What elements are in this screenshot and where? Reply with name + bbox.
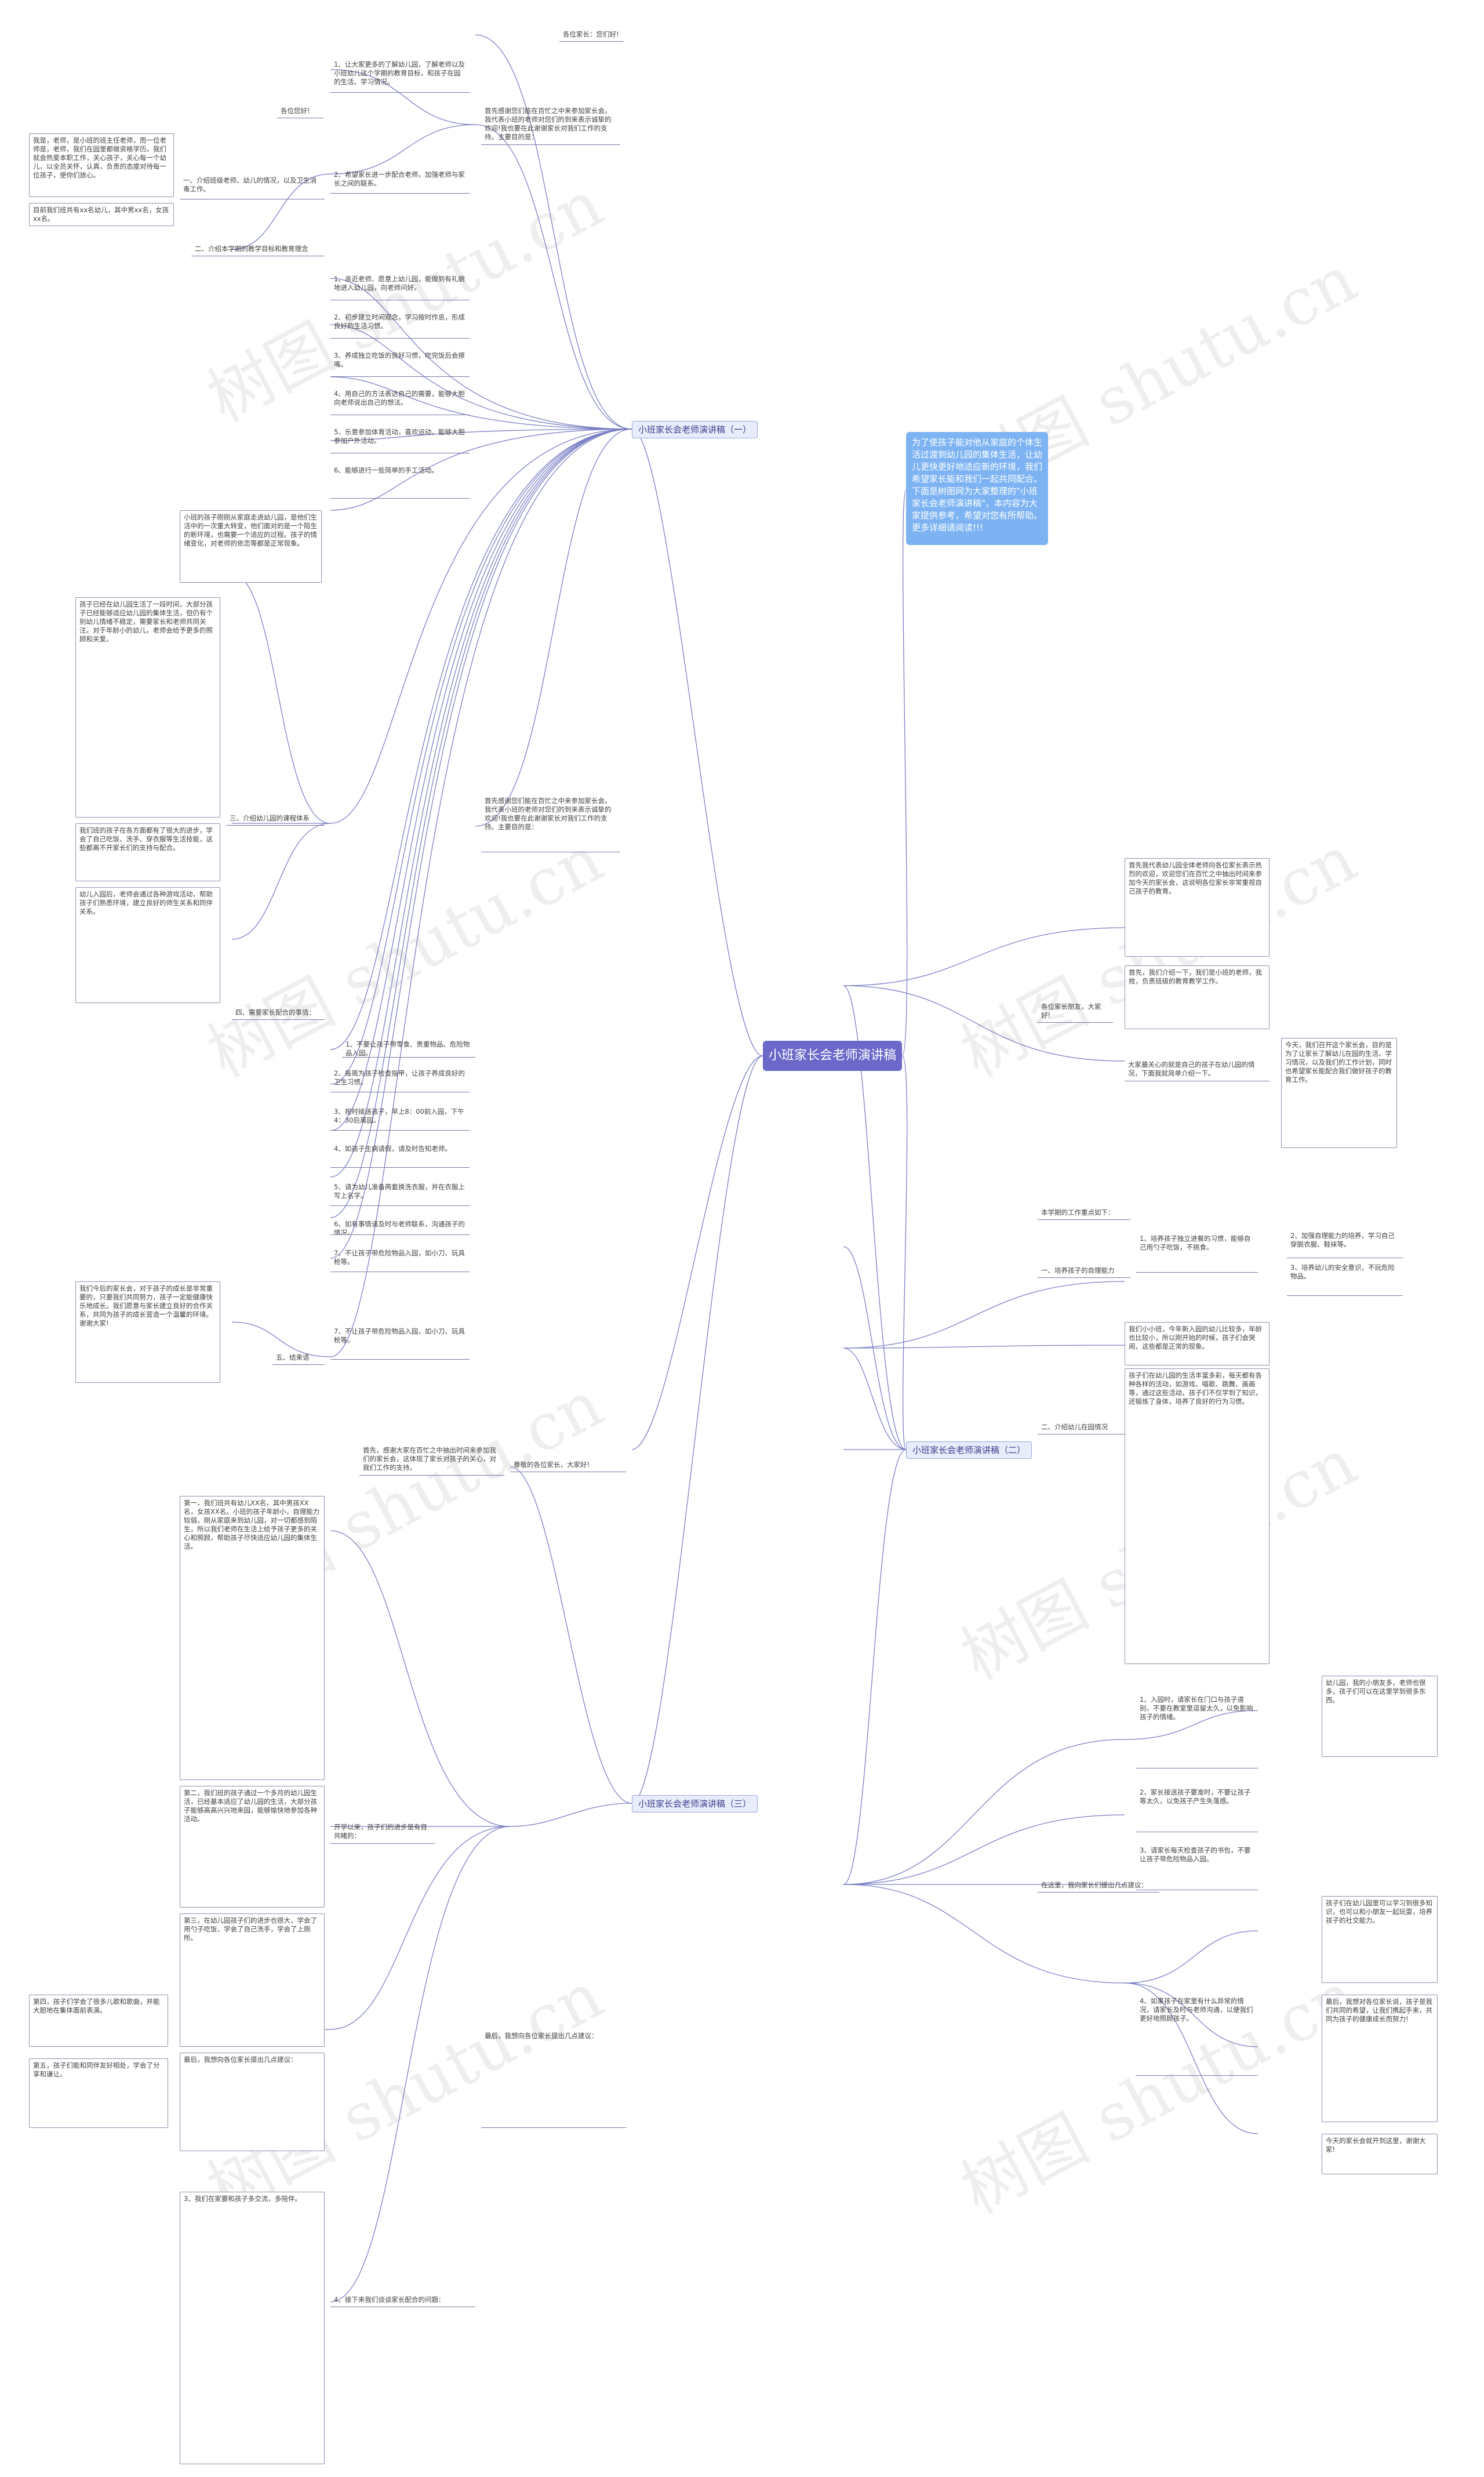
b2-work-2-d2[interactable]: 孩子们在幼儿园的生活丰富多彩，每天都有各种各样的活动，如游戏、唱歌、跳舞、画画等… <box>1125 1368 1270 1664</box>
b1-intro-class-d1[interactable]: 小班的孩子刚刚从家庭走进幼儿园，是他们生活中的一次重大转变，他们面对的是一个陌生… <box>180 510 322 583</box>
b1-req-4[interactable]: 4、如孩子生病请假，请及时告知老师。 <box>330 1142 470 1168</box>
b1-intro-self-detail[interactable]: 我是，老师，是小班的班主任老师，而一位老师是，老师，我们在园里都做资格学历。我们… <box>29 133 174 197</box>
b1-req-2[interactable]: 2、每周为孩子检查指甲，让孩子养成良好的卫生习惯。 <box>330 1067 470 1092</box>
branch-two[interactable]: 小班家长会老师演讲稿（二） <box>906 1441 1032 1459</box>
branch-one[interactable]: 小班家长会老师演讲稿（一） <box>632 421 758 438</box>
b1-intro-class-d2[interactable]: 孩子已经在幼儿园生活了一段时间，大部分孩子已经能够适应幼儿园的集体生活，但仍有个… <box>75 597 220 818</box>
b3-greet[interactable]: 尊敬的各位家长，大家好! <box>510 1458 626 1472</box>
root-node[interactable]: 小班家长会老师演讲稿 <box>763 1041 902 1071</box>
b2-parents[interactable]: 大家最关心的就是自己的孩子在幼儿园的情况，下面我就简单介绍一下。 <box>1125 1058 1270 1081</box>
b3-d3[interactable]: 开学以来，孩子们的进步是有目共睹的： <box>330 1821 435 1844</box>
b2-work-3a[interactable]: 1、入园时，请家长在门口与孩子道别，不要在教室里逗留太久，以免影响孩子的情绪。 <box>1136 1693 1258 1768</box>
intro-node[interactable]: 为了使孩子能对他从家庭的个体生活过渡到幼儿园的集体生活，让幼儿更快更好地适应新的… <box>906 432 1048 545</box>
b2-work-1a[interactable]: 1、培养孩子独立进餐的习惯，能够自己用勺子吃饭，不挑食。 <box>1136 1232 1258 1273</box>
b1-greet-2[interactable]: 各位您好! <box>277 104 323 118</box>
b2-work-2-d1[interactable]: 我们小小班，今年新入园的幼儿比较多，年龄也比较小，所以刚开始的时候，孩子们会哭闹… <box>1125 1322 1270 1365</box>
b2-greet-d3[interactable]: 今天，我们召开这个家长会，目的是为了让家长了解幼儿在园的生活、学习情况，以及我们… <box>1281 1038 1397 1148</box>
b2-work-3b[interactable]: 2、家长接送孩子要准时，不要让孩子等太久，以免孩子产生失落感。 <box>1136 1786 1258 1832</box>
b2-work-1b[interactable]: 2、加强自理能力的培养，学习自己穿脱衣服、鞋袜等。 <box>1287 1229 1403 1258</box>
b1-intro-class-d4[interactable]: 幼儿入园后，老师会通过各种游戏活动，帮助孩子们熟悉环境，建立良好的师生关系和同伴… <box>75 887 220 1003</box>
b1-end-extra[interactable]: 7、不让孩子带危险物品入园，如小刀、玩具枪等。 <box>330 1325 470 1360</box>
b1-goal-1[interactable]: 1、亲近老师、愿意上幼儿园，能做到有礼貌地进入幼儿园，向老师问好。 <box>330 273 470 300</box>
b2-greet-d1[interactable]: 首先我代表幼儿园全体老师向各位家长表示热烈的欢迎，欢迎您们在百忙之中抽出时间来参… <box>1125 858 1270 957</box>
b2-greet-d2[interactable]: 首先，我们介绍一下，我们是小班的老师，我姓，负责班级的教育教学工作。 <box>1125 965 1270 1029</box>
b1-intro-self[interactable]: 一、介绍班级老师、幼儿的情况，以及卫生消毒工作。 <box>180 174 325 199</box>
b2-sug-4[interactable]: 今天的家长会就开到这里，谢谢大家! <box>1322 2134 1438 2174</box>
b2-work-3[interactable]: 在这里，我向家长们提出几点建议： <box>1038 1879 1159 1893</box>
b1-end-detail[interactable]: 我们今后的家长会，对于孩子的成长是非常重要的，只要我们共同努力，孩子一定能健康快… <box>75 1281 220 1383</box>
b2-greet[interactable]: 各位家长朋友，大家好! <box>1038 1000 1113 1023</box>
b2-sug-2[interactable]: 孩子们在幼儿园里可以学习到很多知识，也可以和小朋友一起玩耍，培养孩子的社交能力。 <box>1322 1896 1438 1983</box>
b2-work-2[interactable]: 二、介绍幼儿在园情况 <box>1038 1421 1130 1434</box>
b3-d1[interactable]: 第一，我们班共有幼儿XX名，其中男孩XX名，女孩XX名。小班的孩子年龄小，自理能… <box>180 1496 325 1780</box>
b3-d3b[interactable]: 第四，孩子们学会了很多儿歌和歌曲，并能大胆地在集体面前表演。 <box>29 1995 168 2047</box>
b3-d6[interactable]: 4、接下来我们谈谈家长配合的问题： <box>330 2293 475 2307</box>
b1-intro-class[interactable]: 三、介绍幼儿园的课程体系 <box>226 812 325 826</box>
b3-d4[interactable]: 最后，我想向各位家长提出几点建议： <box>180 2053 325 2151</box>
b1-goal-4[interactable]: 4、用自己的方法表达自己的需要，能够大胆向老师说出自己的想法。 <box>330 387 470 415</box>
b1-req-1[interactable]: 1、不要让孩子带零食、贵重物品、危险物品入园。 <box>342 1038 475 1058</box>
b3-d5[interactable]: 3、我们在家要和孩子多交流，多陪伴。 <box>180 2192 325 2464</box>
b1-req-6[interactable]: 6、如有事情请及时与老师联系，沟通孩子的情况。 <box>330 1218 470 1235</box>
b1-req-7[interactable]: 7、不让孩子带危险物品入园，如小刀、玩具枪等。 <box>330 1247 470 1272</box>
b1-request[interactable]: 四、需要家长配合的事情： <box>232 1006 325 1020</box>
b2-work-1[interactable]: 一、培养孩子的自理能力 <box>1038 1264 1130 1278</box>
b1-req-3[interactable]: 3、按时接送孩子，早上8：00前入园，下午4：30后离园。 <box>330 1105 470 1131</box>
b2-work-3d[interactable]: 4、如果孩子在家里有什么异常的情况，请家长及时与老师沟通，以便我们更好地照顾孩子… <box>1136 1995 1258 2076</box>
branch-three[interactable]: 小班家长会老师演讲稿（三） <box>632 1795 758 1813</box>
b1-greet[interactable]: 各位家长：您们好! <box>559 28 623 42</box>
b2-work[interactable]: 本学期的工作重点如下： <box>1038 1206 1130 1220</box>
b1-goal-3[interactable]: 3、养成独立吃饭的良好习惯，吃完饭后会擦嘴。 <box>330 349 470 377</box>
b1-teach-plan[interactable]: 二、介绍本学期的教学目标和教育理念 <box>191 242 325 256</box>
b2-sug-3[interactable]: 最后，我想对各位家长说，孩子是我们共同的希望，让我们携起手来，共同为孩子的健康成… <box>1322 1995 1438 2122</box>
b1-theme[interactable]: 首先感谢您们能在百忙之中来参加家长会。我代表小班的老师对您们的到来表示诚挚的欢迎… <box>481 104 620 145</box>
b1-end[interactable]: 五、结束语 <box>272 1351 325 1365</box>
b2-work-1c[interactable]: 3、培养幼儿的安全意识，不玩危险物品。 <box>1287 1261 1403 1296</box>
b1-goal-2[interactable]: 2、初步建立时间观念，学习按时作息，形成良好的生活习惯。 <box>330 311 470 339</box>
b3-d3a[interactable]: 第三，在幼儿园孩子们的进步也很大，学会了用勺子吃饭，学会了自己洗手，学会了上厕所… <box>180 1913 325 2047</box>
b3-d2[interactable]: 第二，我们班的孩子通过一个多月的幼儿园生活，已经基本适应了幼儿园的生活，大部分孩… <box>180 1786 325 1908</box>
b1-intro-class-d3[interactable]: 我们班的孩子在各方面都有了很大的进步，学会了自己吃饭、洗手、穿衣服等生活技能，这… <box>75 823 220 881</box>
b2-work-3c[interactable]: 3、请家长每天检查孩子的书包，不要让孩子带危险物品入园。 <box>1136 1844 1258 1890</box>
b2-sug-1[interactable]: 幼儿园，我的小朋友多，老师也很多，孩子们可以在这里学到很多东西。 <box>1322 1676 1438 1757</box>
b3-greet-detail[interactable]: 首先，感谢大家在百忙之中抽出时间来参加我们的家长会，这体现了家长对孩子的关心，对… <box>359 1444 504 1476</box>
b3-d4-main[interactable]: 最后，我想向各位家长提出几点建议： <box>481 2029 626 2128</box>
b1-aim-1[interactable]: 1、让大家更多的了解幼儿园，了解老师以及小班幼儿这个学期的教育目标，和孩子在园的… <box>330 58 470 93</box>
b1-goal-5[interactable]: 5、乐意参加体育活动，喜欢运动，能够大胆参加户外活动。 <box>330 426 470 453</box>
b1-goal-6[interactable]: 6、能够进行一些简单的手工活动。 <box>330 464 470 499</box>
b1-intro-self-count[interactable]: 目前我们班共有xx名幼儿，其中男xx名，女孩xx名。 <box>29 203 174 226</box>
b1-content-main[interactable]: 首先感谢您们能在百忙之中来参加家长会。我代表小班的老师对您们的到来表示诚挚的欢迎… <box>481 794 620 852</box>
b3-d3c[interactable]: 第五，孩子们能和同伴友好相处，学会了分享和谦让。 <box>29 2058 168 2128</box>
b1-aim-2[interactable]: 2、希望家长进一步配合老师，加强老师与家长之间的联系。 <box>330 168 470 194</box>
b1-req-5[interactable]: 5、请为幼儿准备两套换洗衣服，并在衣服上写上名字。 <box>330 1181 470 1206</box>
